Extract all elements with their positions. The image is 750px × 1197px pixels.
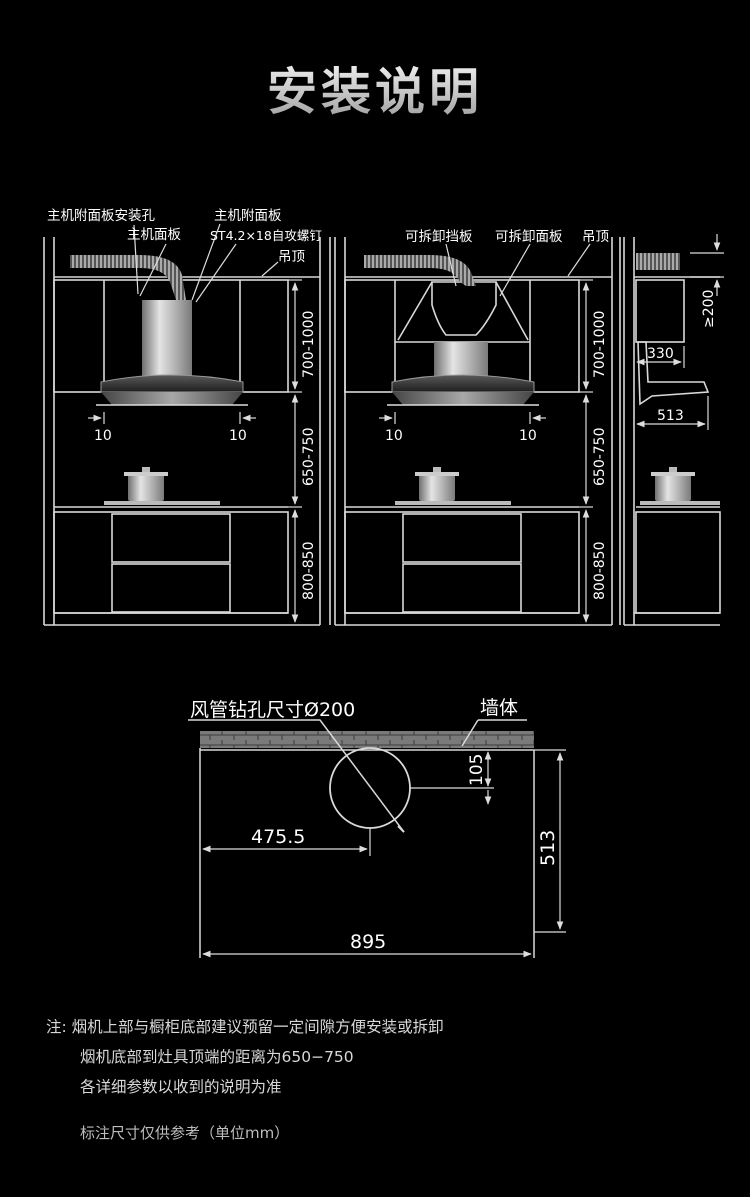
page-title: 安装说明 (0, 52, 750, 124)
notes-prefix: 注: (46, 1018, 67, 1036)
label-baffle: 可拆卸挡板 (405, 229, 473, 245)
dim-hole-from-wall: 105 (467, 754, 487, 786)
flex-duct-left (70, 255, 186, 300)
pot-icon (104, 467, 220, 505)
plan-view: 风管钻孔尺寸Ø200 墙体 105 475.5 513 895 (188, 697, 566, 958)
flex-duct-side (636, 253, 680, 270)
pot-icon (640, 467, 720, 505)
gap-left-2: 10 (385, 428, 403, 444)
front-view-left (43, 237, 331, 626)
label-screw: ST4.2×18自攻螺钉 (210, 228, 322, 243)
dim-cabinet-height-left: 700-1000 (301, 311, 317, 378)
label-ceiling-left: 吊顶 (278, 249, 305, 265)
notes: 注: 烟机上部与橱柜底部建议预留一定间隙方便安装或拆卸 烟机底部到灶具顶端的距离… (46, 1012, 444, 1148)
gap-right-1: 10 (229, 428, 247, 444)
dim-plan-width: 895 (350, 931, 386, 953)
dim-top-clearance: ≥200 (701, 290, 717, 328)
label-removable-panel: 可拆卸面板 (495, 229, 563, 245)
note-footer: 标注尺寸仅供参考（单位mm） (80, 1124, 290, 1142)
label-attached-panel: 主机附面板 (214, 208, 282, 224)
dim-plan-depth: 513 (537, 830, 559, 866)
label-panel-hole: 主机附面板安装孔 (47, 208, 155, 224)
label-ceiling-middle: 吊顶 (582, 229, 609, 245)
label-wall: 墙体 (480, 697, 518, 719)
wall-bricks (200, 731, 534, 748)
dim-depth-upper: 330 (647, 346, 674, 362)
note-line-3: 各详细参数以收到的说明为准 (80, 1078, 282, 1096)
range-hood-middle (387, 342, 539, 406)
gap-left-1: 10 (94, 428, 112, 444)
note-line-1: 烟机上部与橱柜底部建议预留一定间隙方便安装或拆卸 (71, 1018, 444, 1036)
range-hood-left (96, 300, 248, 406)
dim-depth-hood: 513 (657, 408, 684, 424)
dim-hood-stove-middle: 650-750 (592, 428, 608, 487)
note-line-2: 烟机底部到灶具顶端的距离为650−750 (80, 1048, 354, 1066)
gap-right-2: 10 (519, 428, 537, 444)
side-view (623, 237, 721, 626)
dim-cabinet-height-middle: 700-1000 (592, 311, 608, 378)
dim-hole-center-x: 475.5 (251, 826, 305, 848)
flex-duct-middle (364, 255, 476, 286)
dim-hood-stove-left: 650-750 (301, 428, 317, 487)
dim-counter-left: 800-850 (301, 542, 317, 601)
label-main-panel: 主机面板 (127, 227, 181, 243)
front-view-middle (334, 237, 621, 626)
label-duct-hole: 风管钻孔尺寸Ø200 (190, 699, 355, 721)
pot-icon (395, 467, 511, 505)
dim-counter-middle: 800-850 (592, 542, 608, 601)
duct-hole (329, 747, 411, 829)
